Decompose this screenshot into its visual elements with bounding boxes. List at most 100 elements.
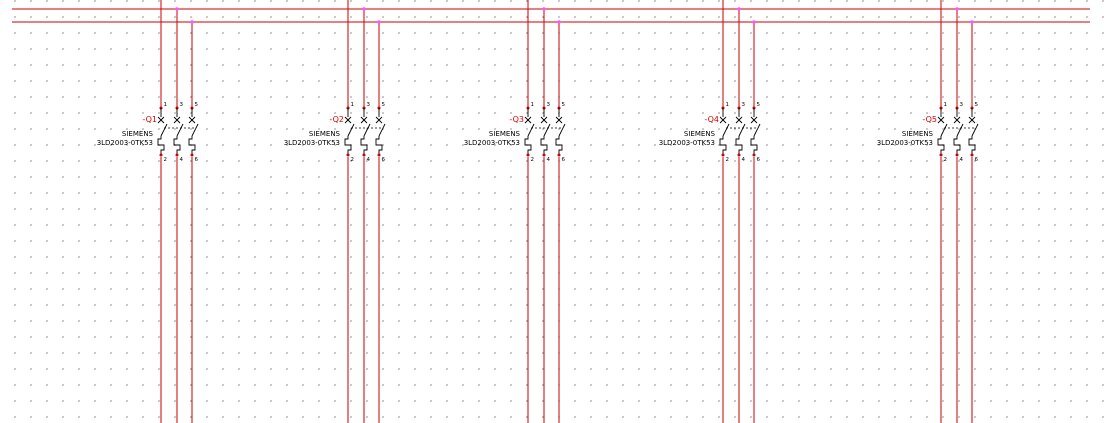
thermal-trip-symbol <box>968 136 976 155</box>
pin-number-bottom: 6 <box>562 157 566 163</box>
contact-blade <box>956 123 964 137</box>
pin-number-bottom: 6 <box>975 157 979 163</box>
thermal-trip-symbol <box>375 136 383 155</box>
terminal-dot <box>557 153 561 157</box>
contact-blade <box>363 123 371 137</box>
terminal-dot <box>190 153 194 157</box>
contact-cross <box>719 116 727 124</box>
contact-blade <box>940 123 948 137</box>
junction-dot <box>955 7 959 11</box>
junction-dot <box>557 20 561 24</box>
junction-dot <box>542 7 546 11</box>
pin-number-top: 5 <box>975 102 979 108</box>
contact-blade <box>971 123 979 137</box>
part-number-label: 3LD2003-0TK53 <box>284 139 340 147</box>
thermal-trip-symbol <box>188 136 196 155</box>
pin-number-top: 3 <box>367 102 371 108</box>
part-number-label: 3LD2003-0TK53 <box>877 139 933 147</box>
terminal-dot <box>526 153 530 157</box>
part-number-label: 3LD2003-0TK53 <box>659 139 715 147</box>
terminal-dot <box>346 153 350 157</box>
junction-dot <box>362 7 366 11</box>
pin-number-bottom: 2 <box>531 157 535 163</box>
pin-number-top: 1 <box>531 102 535 108</box>
junction-dot <box>190 20 194 24</box>
thermal-trip-symbol <box>735 136 743 155</box>
pin-number-bottom: 4 <box>960 157 964 163</box>
pin-number-bottom: 4 <box>180 157 184 163</box>
terminal-dot <box>721 153 725 157</box>
pin-number-bottom: 6 <box>195 157 199 163</box>
thermal-trip-symbol <box>524 136 532 155</box>
pin-number-top: 1 <box>944 102 948 108</box>
contact-cross <box>937 116 945 124</box>
thermal-trip-symbol <box>344 136 352 155</box>
manufacturer-label: SIEMENS <box>489 130 521 138</box>
thermal-trip-symbol <box>540 136 548 155</box>
junction-dot <box>175 7 179 11</box>
thermal-trip-symbol <box>719 136 727 155</box>
contact-blade <box>558 123 566 137</box>
contact-blade <box>378 123 386 137</box>
pin-number-top: 5 <box>562 102 566 108</box>
terminal-dot <box>542 153 546 157</box>
pin-number-bottom: 2 <box>726 157 730 163</box>
breaker-tag: -Q3 <box>509 115 524 124</box>
terminal-dot <box>955 153 959 157</box>
contact-cross <box>375 116 383 124</box>
breaker-tag: -Q5 <box>922 115 937 124</box>
manufacturer-label: SIEMENS <box>902 130 934 138</box>
thermal-trip-symbol <box>750 136 758 155</box>
thermal-trip-symbol <box>360 136 368 155</box>
contact-cross <box>968 116 976 124</box>
terminal-dot <box>362 153 366 157</box>
contact-cross <box>735 116 743 124</box>
pin-number-top: 3 <box>742 102 746 108</box>
contact-cross <box>555 116 563 124</box>
thermal-trip-symbol <box>953 136 961 155</box>
contact-cross <box>344 116 352 124</box>
contact-blade <box>527 123 535 137</box>
manufacturer-label: SIEMENS <box>122 130 154 138</box>
contact-cross <box>173 116 181 124</box>
pin-number-top: 3 <box>547 102 551 108</box>
breaker-tag: -Q4 <box>704 115 719 124</box>
contact-blade <box>543 123 551 137</box>
contact-blade <box>191 123 199 137</box>
pin-number-top: 1 <box>164 102 168 108</box>
pin-number-top: 1 <box>726 102 730 108</box>
part-number-label: 3LD2003-0TK53 <box>97 139 153 147</box>
terminal-dot <box>970 153 974 157</box>
contact-cross <box>188 116 196 124</box>
pin-number-bottom: 6 <box>382 157 386 163</box>
contact-blade <box>753 123 761 137</box>
junction-dot <box>737 7 741 11</box>
pin-number-top: 5 <box>757 102 761 108</box>
contact-blade <box>347 123 355 137</box>
terminal-dot <box>377 153 381 157</box>
pin-number-top: 3 <box>180 102 184 108</box>
pin-number-bottom: 4 <box>742 157 746 163</box>
manufacturer-label: SIEMENS <box>684 130 716 138</box>
pin-number-top: 1 <box>351 102 355 108</box>
terminal-dot <box>159 153 163 157</box>
contact-cross <box>750 116 758 124</box>
thermal-trip-symbol <box>173 136 181 155</box>
terminal-dot <box>737 153 741 157</box>
pin-number-top: 5 <box>195 102 199 108</box>
contact-cross <box>360 116 368 124</box>
pin-number-bottom: 2 <box>944 157 948 163</box>
contact-cross <box>953 116 961 124</box>
contact-blade <box>722 123 730 137</box>
contact-blade <box>176 123 184 137</box>
contact-cross <box>524 116 532 124</box>
terminal-dot <box>175 153 179 157</box>
part-number-label: 3LD2003-0TK53 <box>464 139 520 147</box>
